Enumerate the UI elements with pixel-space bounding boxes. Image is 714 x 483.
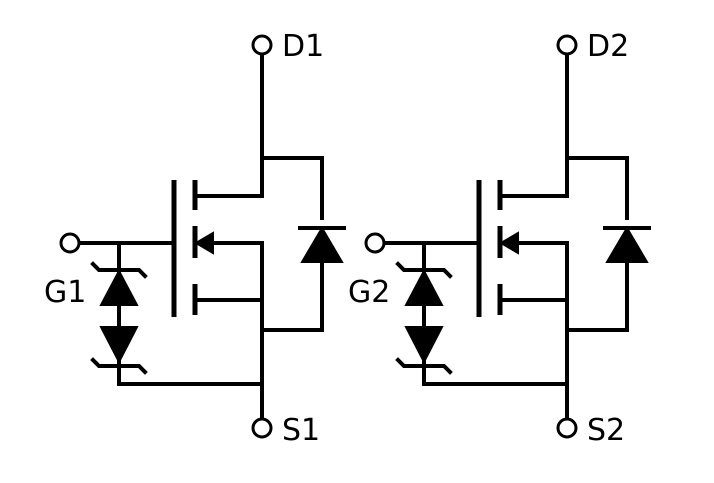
mosfet-1: D1 G1 S1 <box>44 29 346 448</box>
zener-diode-2-upper-bar <box>395 261 453 279</box>
gate-1-label: G1 <box>44 275 86 310</box>
gate-2-label: G2 <box>348 275 390 310</box>
mosfet-2: D2 G2 S2 <box>348 29 651 448</box>
zener-diode-1-upper-icon <box>99 268 139 306</box>
zener-diode-1-lower-bar <box>90 357 148 375</box>
drain-1-wire <box>193 54 324 220</box>
channel-1-wire <box>193 241 264 386</box>
body-diode-1-wire <box>260 260 324 332</box>
zener-1-wire <box>117 241 264 386</box>
channel-arrow-1 <box>194 231 214 255</box>
source-1-terminal <box>251 417 273 439</box>
body-diode-2-wire <box>565 260 629 332</box>
gate-2-terminal <box>364 232 386 254</box>
drain-2-wire <box>498 54 629 220</box>
zener-diode-1-lower-icon <box>99 326 139 365</box>
body-diode-2-icon <box>605 226 649 263</box>
body-diode-1-icon <box>300 226 344 263</box>
channel-arrow-2 <box>499 231 519 255</box>
source-1-label: S1 <box>282 413 320 448</box>
zener-diode-2-lower-bar <box>395 357 453 375</box>
source-2-label: S2 <box>587 413 625 448</box>
zener-diode-1-upper-bar <box>90 261 148 279</box>
channel-2-wire <box>498 241 569 386</box>
zener-diode-2-upper-icon <box>404 268 444 306</box>
zener-diode-2-lower-icon <box>404 326 444 365</box>
source-2-terminal <box>556 417 578 439</box>
zener-2-wire <box>422 241 569 386</box>
drain-1-label: D1 <box>282 29 324 64</box>
drain-2-label: D2 <box>587 29 629 64</box>
drain-2-terminal <box>556 34 578 56</box>
drain-1-terminal <box>251 34 273 56</box>
gate-1-terminal <box>59 232 81 254</box>
